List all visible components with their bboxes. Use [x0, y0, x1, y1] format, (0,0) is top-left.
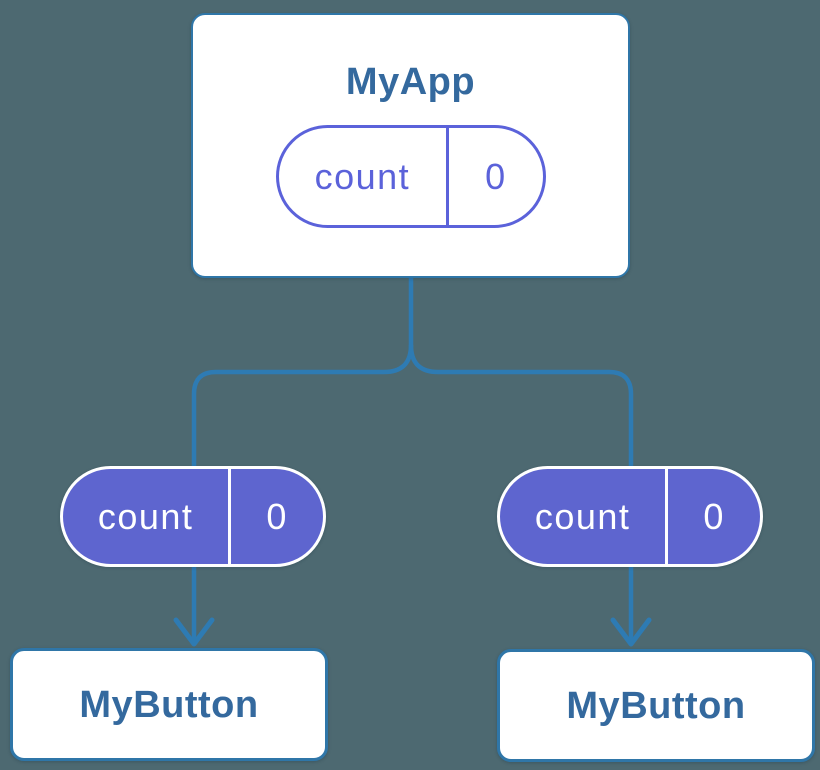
prop-pill-right: count 0 — [497, 466, 763, 567]
connector-left-branch — [191, 276, 414, 640]
component-title-mybutton-right: MyButton — [566, 684, 746, 727]
component-card-mybutton-left: MyButton — [10, 648, 328, 761]
component-title-myapp: MyApp — [345, 61, 476, 103]
state-pill-myapp: count 0 — [275, 125, 546, 228]
state-name-label: count — [314, 155, 411, 197]
component-card-myapp: MyApp count 0 — [191, 13, 630, 278]
prop-value: 0 — [703, 495, 725, 537]
prop-name-label: count — [534, 495, 631, 537]
arrowhead-left-icon — [173, 617, 215, 647]
arrowhead-right-icon — [610, 617, 652, 647]
prop-value: 0 — [266, 495, 288, 537]
pill-divider — [665, 469, 669, 564]
component-card-mybutton-right: MyButton — [497, 649, 815, 762]
component-title-mybutton-left: MyButton — [79, 683, 259, 726]
prop-pill-left: count 0 — [60, 466, 326, 567]
pill-divider — [446, 128, 450, 225]
prop-name-label: count — [97, 495, 194, 537]
state-value: 0 — [485, 155, 507, 197]
